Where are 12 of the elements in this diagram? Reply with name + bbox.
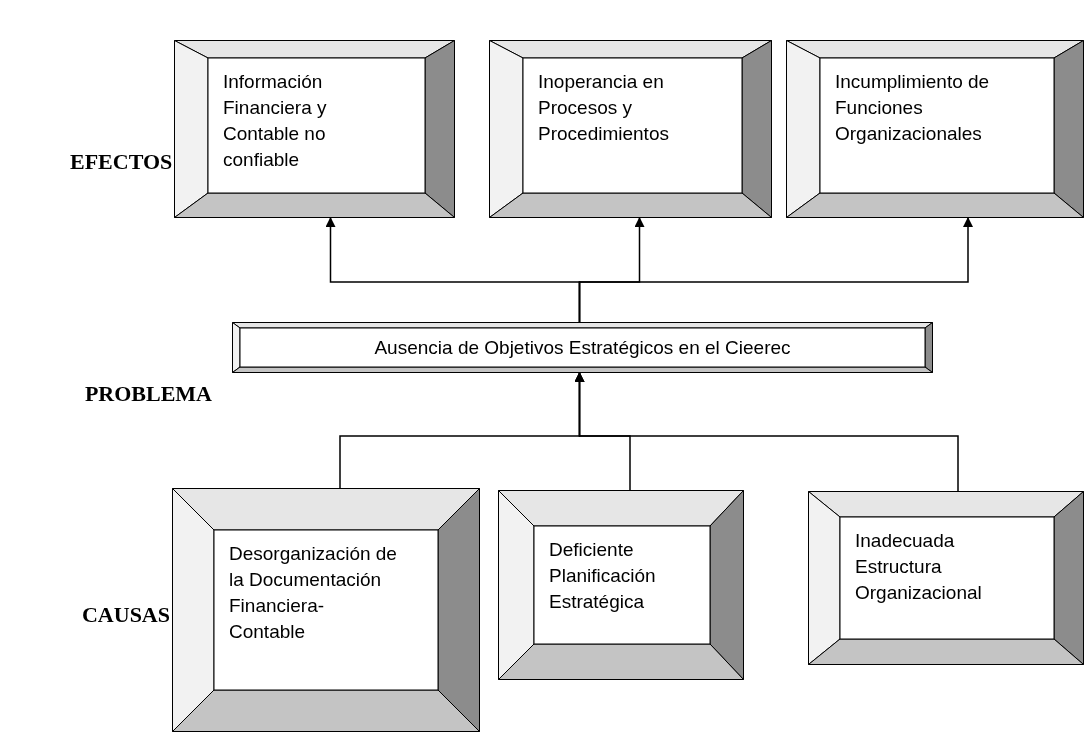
connector-arrow <box>578 217 973 323</box>
box-text: Desorganización de la Documentación Financiera-Contable <box>229 542 397 644</box>
box-text: Ausencia de Objetivos Estratégicos en el Cieerec <box>374 335 791 360</box>
box-text: Incumplimiento de Funciones Organizacionales <box>835 70 991 146</box>
connector-arrow <box>574 372 959 492</box>
row-label: EFECTOS <box>70 148 170 176</box>
box-text: Deficiente Planificación Estratégica <box>549 538 657 614</box>
row-label: CAUSAS <box>80 601 170 629</box>
box-text: Inoperancia en Procesos y Procedimientos <box>538 70 670 146</box>
box-text: Información Financiera y Contable no confiable <box>223 70 328 172</box>
row-label: PROBLEMA <box>83 380 212 408</box>
box-text: Inadecuada Estructura Organizacional <box>855 529 983 605</box>
